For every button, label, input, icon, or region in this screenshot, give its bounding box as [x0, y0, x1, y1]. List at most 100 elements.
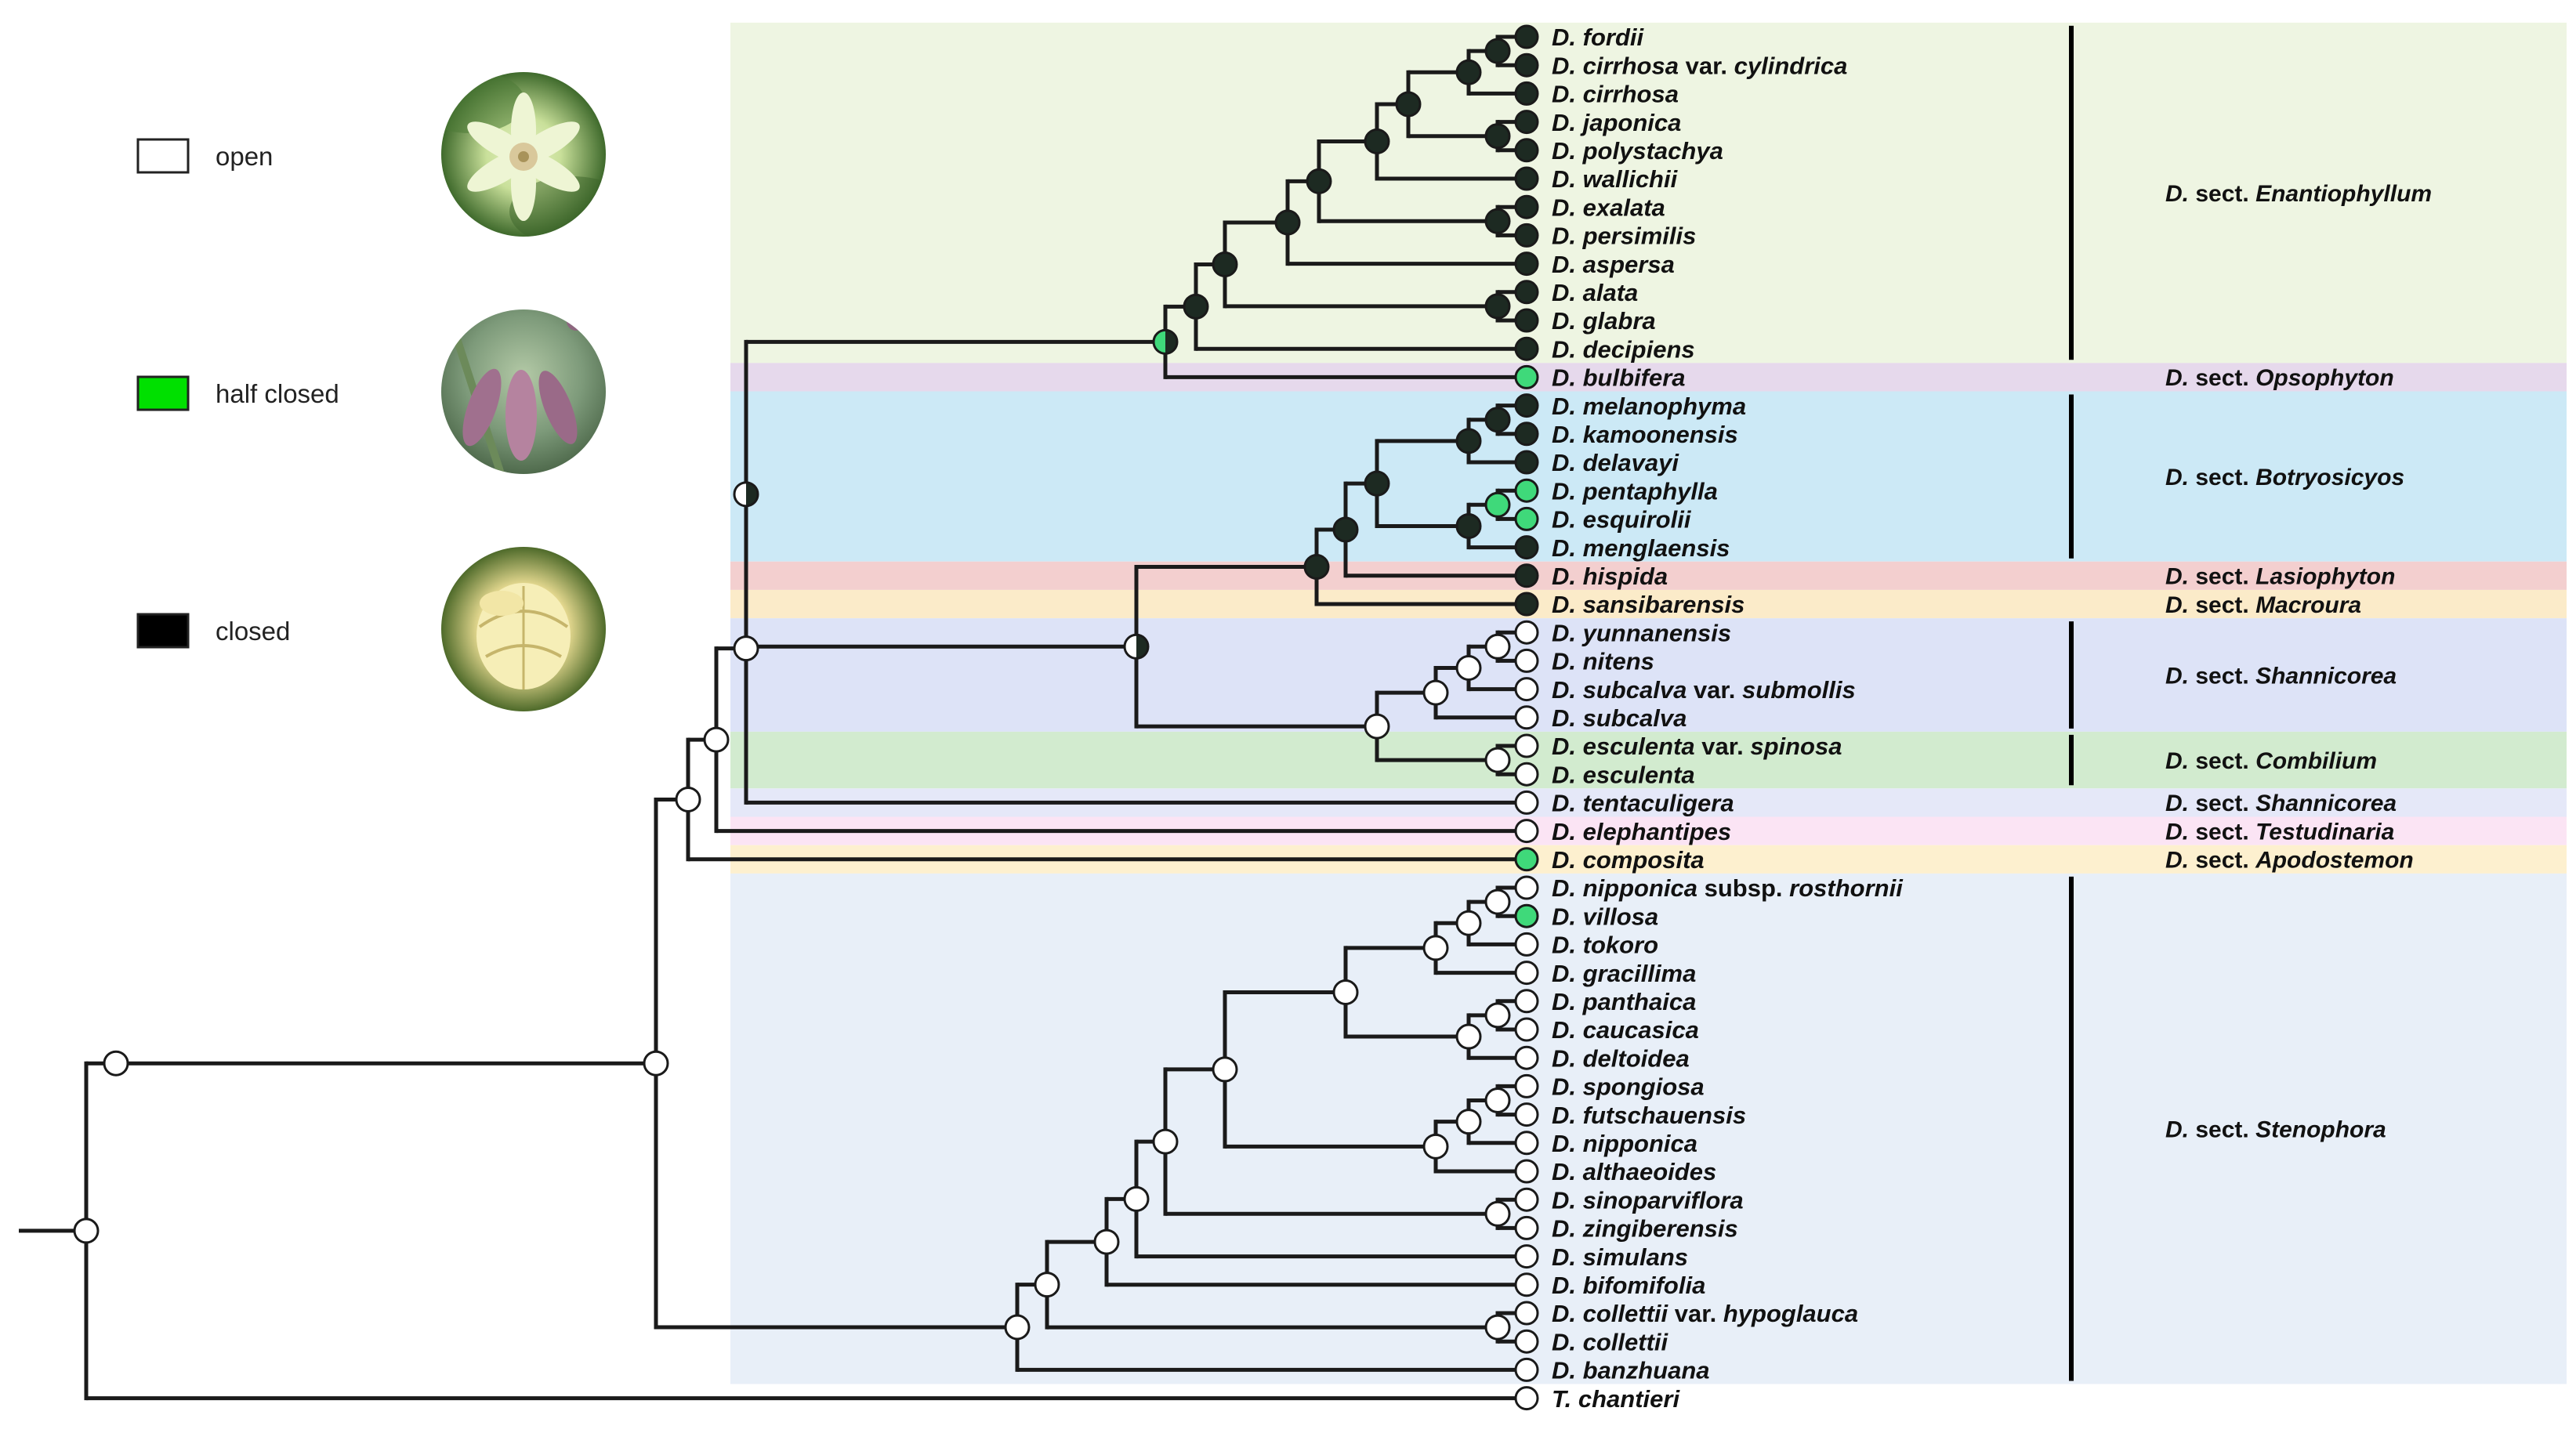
- section-band: [730, 363, 2567, 392]
- taxon-species: polystachya: [1582, 137, 1723, 165]
- section-label: D. sect. Enantiophyllum: [2165, 181, 2432, 207]
- photo-half-closed-flower: [441, 309, 606, 474]
- taxon-species: panthaica: [1582, 988, 1697, 1015]
- taxon-label: D. subcalva var. submollis: [1552, 676, 1856, 704]
- taxon-species: kamoonensis: [1583, 421, 1738, 448]
- taxon-species: subcalva: [1583, 704, 1687, 732]
- node-marker: [1455, 1109, 1482, 1135]
- tip-marker: [1514, 364, 1539, 389]
- node-marker: [1484, 123, 1511, 150]
- taxon-genus: D.: [1552, 1328, 1583, 1355]
- taxon-species: aspersa: [1583, 251, 1675, 278]
- taxon-genus: D.: [1552, 988, 1583, 1015]
- node-marker: [1484, 747, 1511, 773]
- taxon-genus: D.: [1552, 534, 1583, 562]
- taxon-species: tokoro: [1583, 932, 1658, 959]
- taxon-genus: D.: [1552, 1357, 1583, 1384]
- taxon-label: D. japonica: [1552, 109, 1681, 136]
- tip-marker: [1514, 1357, 1539, 1382]
- taxon-species: menglaensis: [1583, 534, 1730, 562]
- taxon-label: D. simulans: [1552, 1243, 1688, 1271]
- taxon-genus: D.: [1552, 1130, 1583, 1157]
- taxon-label: T. chantieri: [1552, 1385, 1680, 1413]
- section-prefix: D.: [2165, 748, 2195, 774]
- node-marker: [1455, 910, 1482, 936]
- taxon-genus: D.: [1552, 818, 1583, 845]
- taxon-species: esculenta: [1583, 761, 1695, 788]
- node-marker: [1422, 935, 1449, 961]
- taxon-label: D. pentaphylla: [1552, 477, 1718, 505]
- photo-open-flower: [441, 72, 606, 237]
- tip-marker: [1514, 989, 1539, 1014]
- node-marker: [1455, 654, 1482, 681]
- taxon-species: spongiosa: [1583, 1073, 1705, 1101]
- taxon-label: D. tokoro: [1552, 932, 1658, 959]
- section-prefix: D.: [2165, 365, 2195, 391]
- section-prefix: D.: [2165, 848, 2195, 874]
- taxon-label: D. esculenta var. spinosa: [1552, 733, 1842, 760]
- node-marker: [1395, 91, 1422, 118]
- taxon-infra: cylindrica: [1734, 52, 1848, 79]
- taxon-genus: D.: [1552, 364, 1583, 392]
- taxon-species: zingiberensis: [1582, 1215, 1738, 1243]
- tip-marker: [1514, 81, 1539, 106]
- taxon-species: cirrhosa: [1583, 81, 1679, 108]
- tip-marker: [1514, 393, 1539, 418]
- section-name: Opsophyton: [2255, 365, 2394, 391]
- taxon-label: D. melanophyma: [1552, 393, 1746, 420]
- section-name: Apodostemon: [2255, 848, 2414, 874]
- node-marker: [1484, 208, 1511, 234]
- legend-swatch-half-closed: [136, 375, 190, 411]
- legend-swatch-closed: [136, 613, 190, 649]
- node-marker: [643, 1050, 669, 1077]
- taxon-label: D. tentaculigera: [1552, 790, 1734, 817]
- taxon-label: D. composita: [1552, 846, 1705, 874]
- taxon-label: D. menglaensis: [1552, 534, 1730, 562]
- taxon-species: elephantipes: [1583, 818, 1732, 845]
- section-label: D. sect. Combilium: [2165, 748, 2377, 774]
- section-word: sect.: [2195, 465, 2255, 490]
- tip-marker: [1514, 1017, 1539, 1042]
- taxon-species: bulbifera: [1583, 364, 1686, 392]
- taxon-species: esquirolii: [1583, 506, 1692, 534]
- taxon-infra: rosthornii: [1789, 874, 1904, 902]
- taxon-label: D. alata: [1552, 279, 1638, 306]
- tip-marker: [1514, 1329, 1539, 1354]
- tip-marker: [1514, 308, 1539, 333]
- taxon-species: alata: [1583, 279, 1639, 306]
- section-label: D. sect. Shannicorea: [2165, 791, 2397, 816]
- taxon-genus: D.: [1552, 619, 1583, 646]
- taxon-genus: D.: [1552, 165, 1583, 193]
- node-marker: [1484, 293, 1511, 320]
- taxon-species: deltoidea: [1583, 1044, 1690, 1072]
- section-label: D. sect. Botryosicyos: [2165, 465, 2404, 490]
- taxon-species: caucasica: [1583, 1016, 1699, 1044]
- taxon-species: fordii: [1583, 24, 1645, 51]
- legend: open half closed closed: [136, 72, 606, 711]
- taxon-infra: hypoglauca: [1723, 1300, 1858, 1327]
- tip-marker: [1514, 336, 1539, 361]
- taxon-label: D. aspersa: [1552, 251, 1675, 278]
- taxon-genus: D.: [1552, 591, 1583, 618]
- node-marker-split: [733, 481, 759, 508]
- taxon-genus: D.: [1552, 1102, 1583, 1129]
- section-band: [730, 22, 2567, 364]
- taxon-genus: D.: [1552, 1158, 1583, 1185]
- taxon-label: D. esculenta: [1552, 761, 1695, 788]
- tip-marker: [1514, 506, 1539, 531]
- taxon-species: collettii: [1583, 1300, 1669, 1327]
- tip-marker: [1514, 847, 1539, 872]
- legend-label-open: open: [216, 142, 273, 171]
- tip-marker: [1514, 1301, 1539, 1326]
- taxon-label: D. collettii var. hypoglauca: [1552, 1300, 1858, 1327]
- tip-marker: [1514, 819, 1539, 844]
- taxon-genus: D.: [1552, 421, 1583, 448]
- tip-marker: [1514, 1045, 1539, 1070]
- node-marker: [1484, 407, 1511, 433]
- tip-marker: [1514, 1187, 1539, 1212]
- tip-marker: [1514, 223, 1539, 248]
- section-word: sect.: [2195, 564, 2255, 590]
- node-marker: [1484, 491, 1511, 518]
